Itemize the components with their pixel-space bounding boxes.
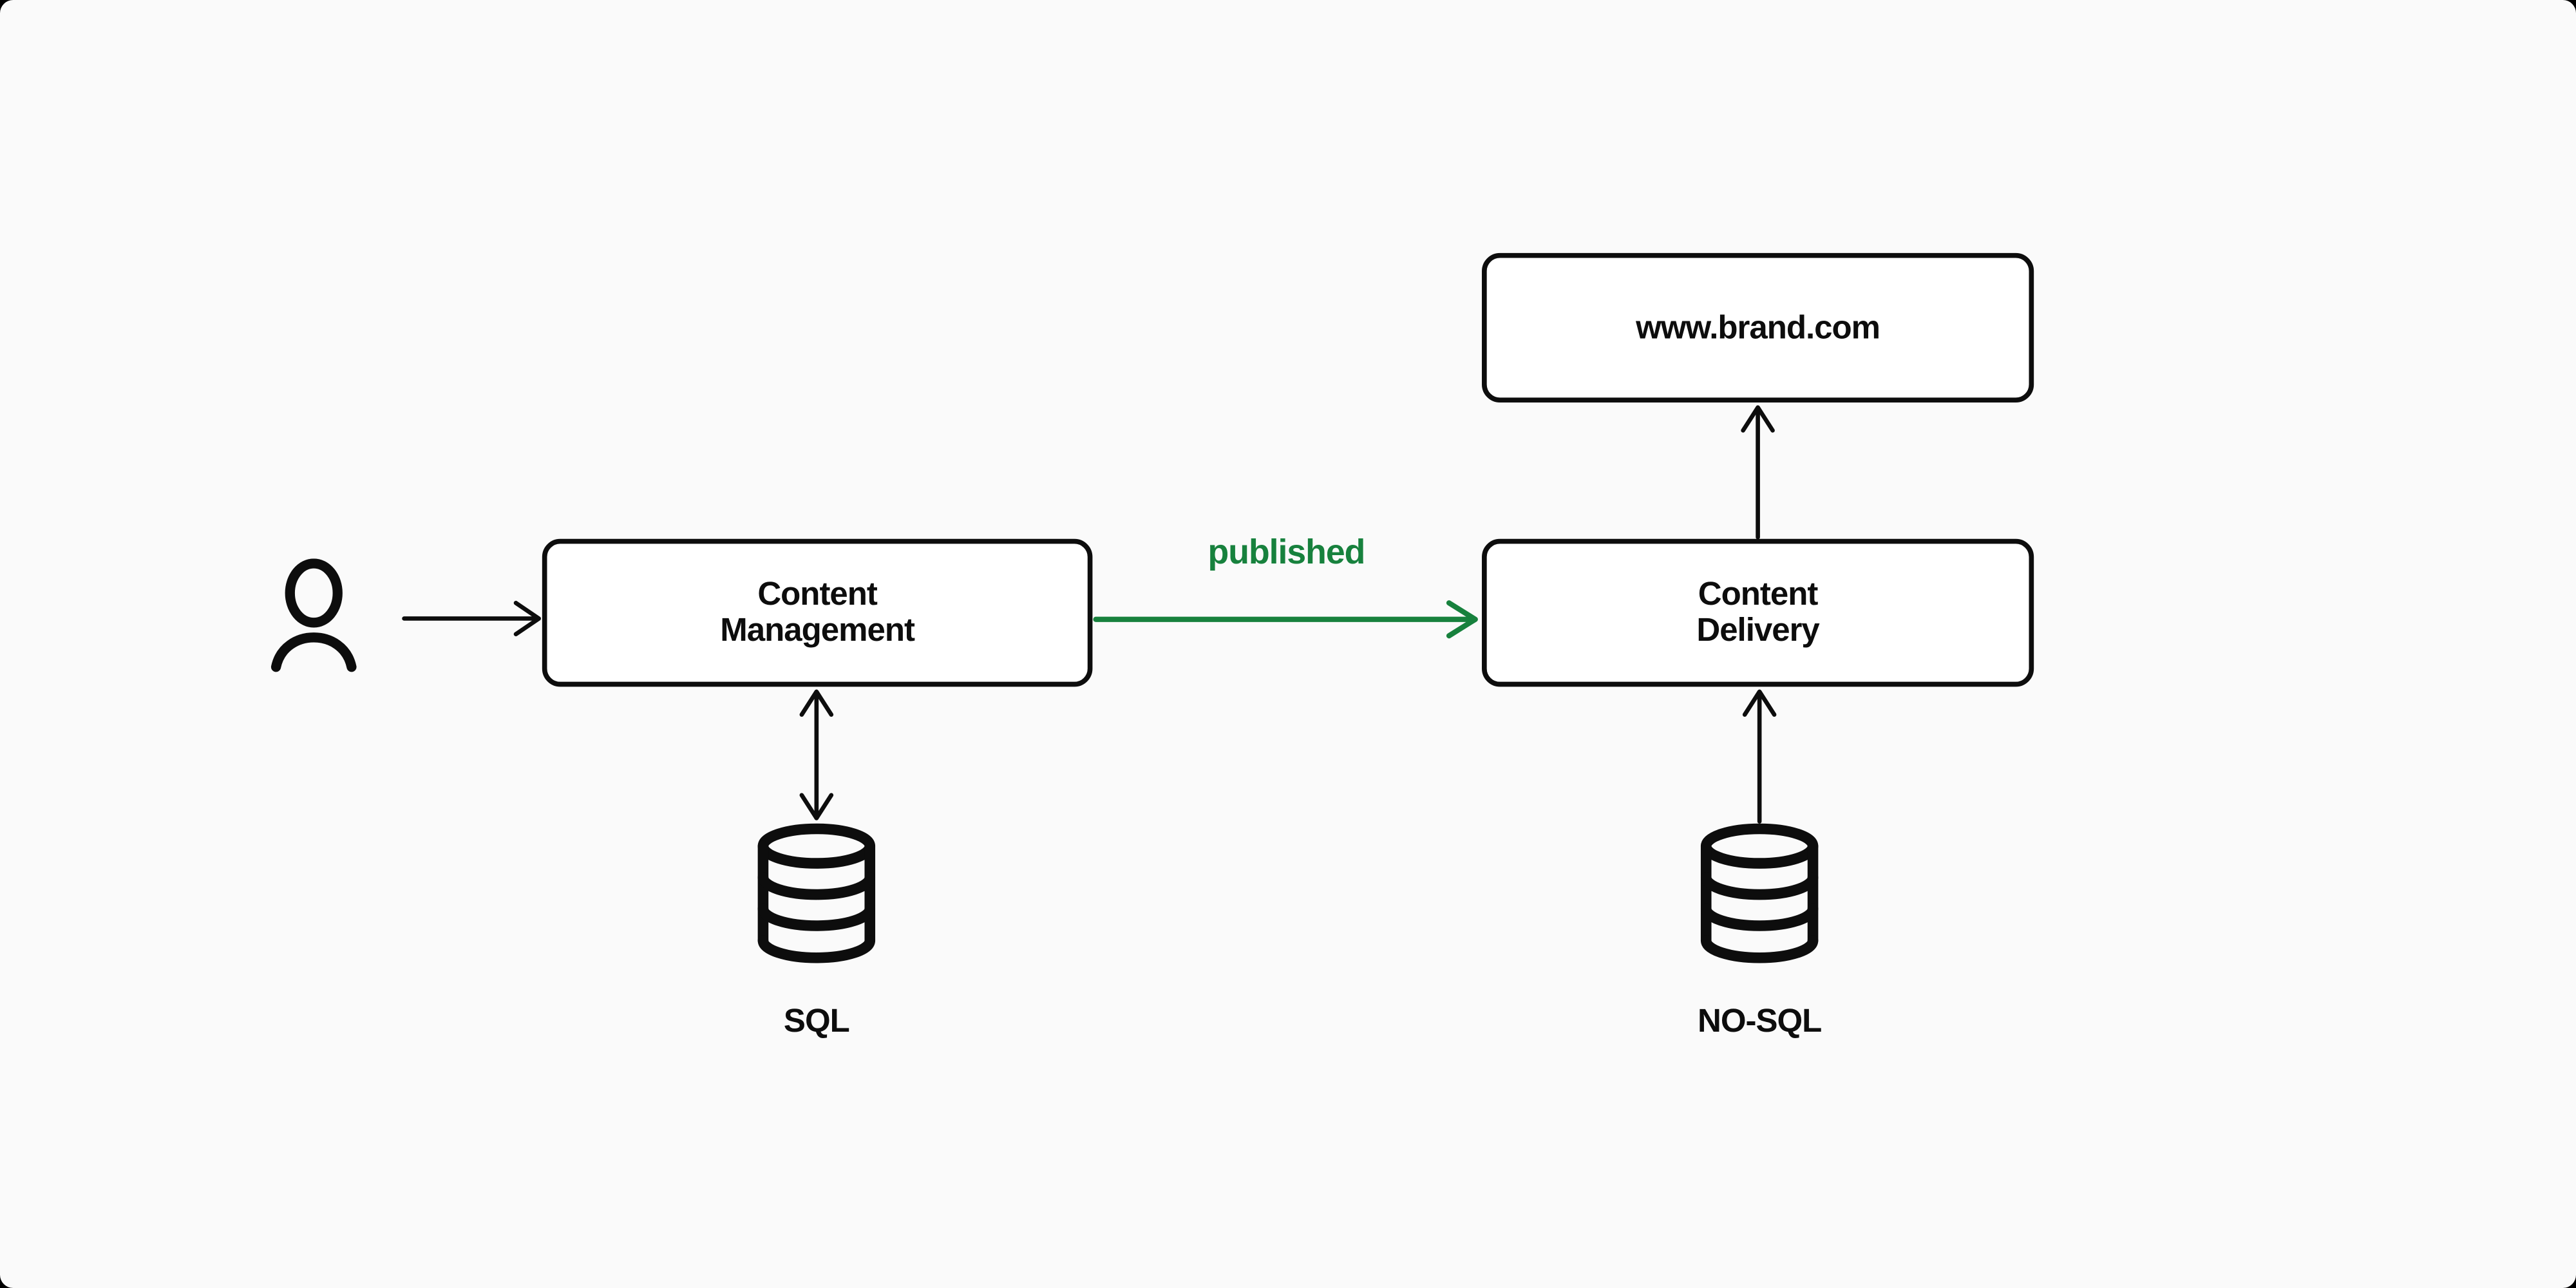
content-management-label: Content Management	[720, 576, 915, 649]
website-label: www.brand.com	[1636, 309, 1880, 346]
edge-user-to-cms	[402, 600, 542, 637]
content-management-label-line2: Management	[720, 612, 915, 649]
content-delivery-label: Content Delivery	[1696, 576, 1819, 649]
person-icon	[270, 558, 357, 672]
content-delivery-label-line1: Content	[1698, 576, 1819, 613]
nosql-label: NO-SQL	[1698, 1003, 1822, 1040]
node-user	[268, 558, 360, 677]
database-icon	[1700, 823, 1819, 963]
node-website: www.brand.com	[1482, 252, 2034, 402]
content-delivery-label-line2: Delivery	[1696, 612, 1819, 649]
node-content-delivery: Content Delivery	[1482, 538, 2034, 687]
content-management-label-line1: Content	[757, 576, 878, 613]
node-content-management: Content Management	[542, 538, 1093, 687]
edge-cdn-to-website	[1741, 405, 1775, 540]
edge-nosql-to-cdn	[1742, 689, 1777, 824]
node-nosql-database	[1696, 823, 1824, 964]
edge-cms-to-sql	[799, 689, 834, 820]
database-icon	[757, 823, 876, 963]
sql-label: SQL	[783, 1003, 850, 1040]
node-sql-database	[752, 823, 880, 964]
edge-cms-to-cdn	[1093, 600, 1478, 639]
published-edge-label: published	[1208, 534, 1366, 572]
